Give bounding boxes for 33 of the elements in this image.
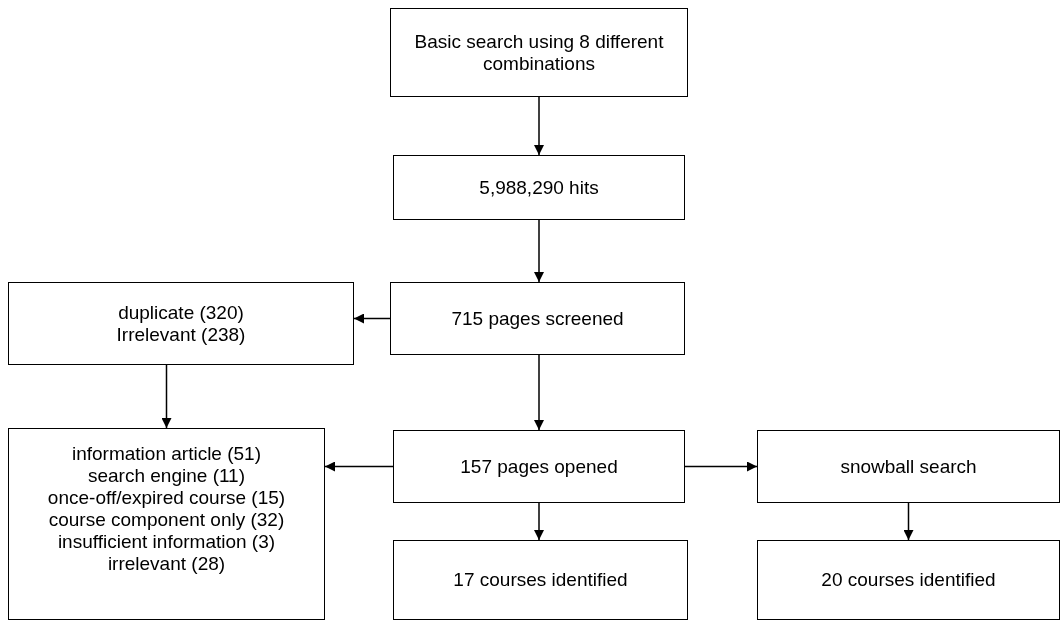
arrow (534, 502, 544, 541)
box-text: irrelevant (28) (107, 553, 226, 575)
box-text: duplicate (320) (118, 301, 244, 324)
box-text: snowball search (840, 455, 977, 478)
process-box (8, 428, 325, 620)
arrow (324, 461, 394, 472)
process-box (390, 282, 685, 355)
box-text: once-off/expired course (15) (47, 487, 286, 509)
box-text: 5,988,290 hits (479, 176, 599, 199)
box-text: 17 courses identified (453, 569, 628, 591)
arrow (534, 96, 544, 156)
box-text: 715 pages screened (451, 307, 624, 330)
process-box (757, 540, 1060, 620)
process-box (390, 8, 688, 97)
process-box (8, 282, 354, 365)
box-text: search engine (11) (88, 465, 245, 487)
process-box (757, 430, 1060, 503)
process-box (393, 430, 685, 503)
process-box (393, 540, 688, 620)
arrow (353, 313, 391, 324)
box-text: Basic search using 8 different combinations (413, 30, 665, 75)
box-text: 157 pages opened (460, 455, 618, 478)
arrow (903, 502, 914, 541)
arrow (534, 354, 544, 431)
arrow (684, 461, 758, 472)
arrow (161, 364, 172, 429)
process-box (393, 155, 685, 220)
box-text: insufficient information (3) (57, 531, 276, 553)
box-text: information article (51) (72, 443, 261, 465)
box-text: 20 courses identified (821, 569, 996, 591)
box-text: Irrelevant (238) (116, 323, 246, 346)
arrow (534, 219, 544, 283)
box-text: course component only (32) (48, 509, 285, 531)
